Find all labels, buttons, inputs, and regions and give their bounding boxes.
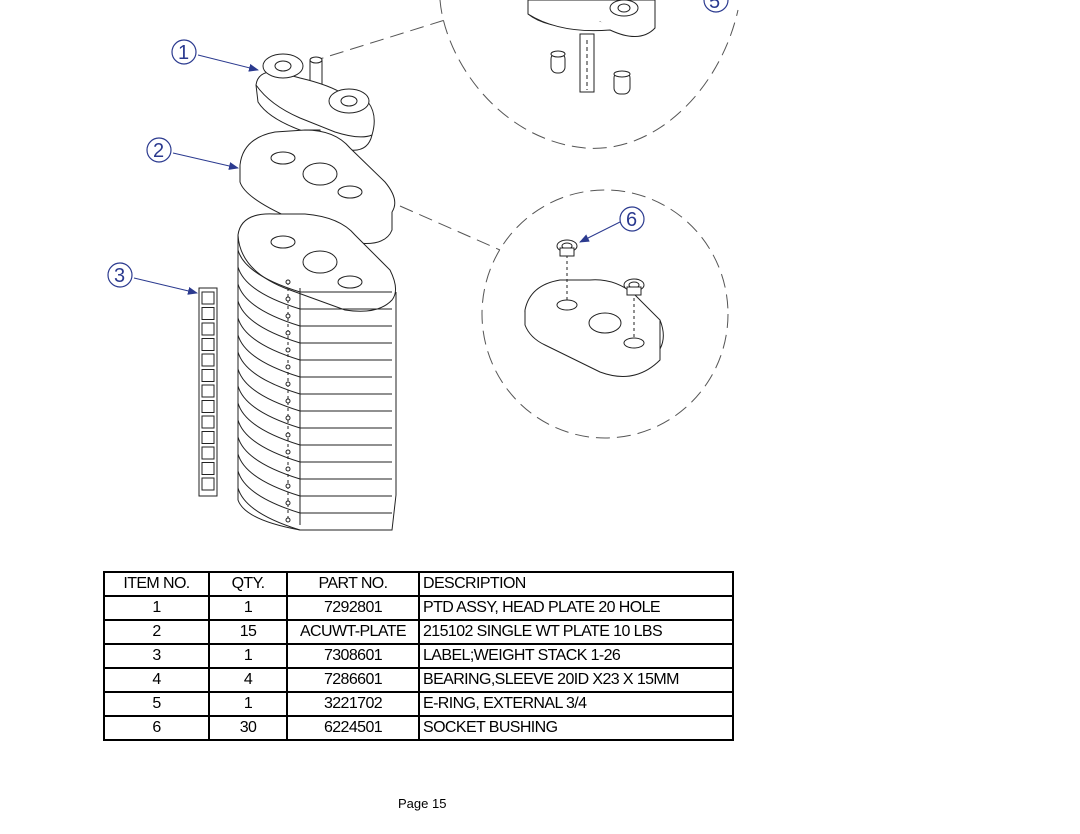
item-no: 6 bbox=[103, 715, 210, 741]
qty: 4 bbox=[208, 667, 288, 693]
qty: 1 bbox=[208, 595, 288, 621]
detail-view-top: 5 bbox=[309, 0, 739, 149]
pin-hole bbox=[285, 364, 291, 370]
table-row: 6 30 6224501 SOCKET BUSHING bbox=[103, 715, 734, 741]
part-no: 7292801 bbox=[286, 595, 420, 621]
page-number: Page 15 bbox=[398, 796, 447, 811]
pin-hole bbox=[285, 330, 291, 336]
callout-5: 5 bbox=[709, 0, 720, 13]
pin-hole bbox=[285, 415, 291, 421]
part-no: 6224501 bbox=[286, 715, 420, 741]
description: 215102 SINGLE WT PLATE 10 LBS bbox=[418, 619, 734, 645]
qty: 15 bbox=[208, 619, 288, 645]
pin-hole bbox=[285, 466, 291, 472]
label-cell bbox=[201, 384, 215, 398]
plate-edge bbox=[237, 351, 392, 395]
qty: 30 bbox=[208, 715, 288, 741]
callouts-left: 1 2 3 bbox=[107, 39, 259, 295]
table-header-row: ITEM NO. QTY. PART NO. DESCRIPTION bbox=[103, 571, 734, 597]
label-cell bbox=[201, 307, 215, 320]
description: BEARING,SLEEVE 20ID X23 X 15MM bbox=[418, 667, 734, 693]
description: E-RING, EXTERNAL 3/4 bbox=[418, 691, 734, 717]
detail-view-bushing: 6 bbox=[399, 189, 729, 439]
head-plate-assembly bbox=[255, 53, 375, 161]
pin-hole bbox=[285, 449, 291, 455]
description: SOCKET BUSHING bbox=[418, 715, 734, 741]
plate-edge bbox=[237, 419, 392, 463]
weight-stack bbox=[237, 213, 397, 531]
plate-edge bbox=[237, 334, 392, 378]
item-no: 2 bbox=[103, 619, 210, 645]
weight-label-strip bbox=[198, 287, 218, 497]
table-row: 1 1 7292801 PTD ASSY, HEAD PLATE 20 HOLE bbox=[103, 595, 734, 621]
label-cell bbox=[201, 462, 215, 475]
label-cell bbox=[201, 322, 215, 336]
pin-hole bbox=[285, 347, 291, 353]
plate-edge bbox=[237, 487, 392, 531]
item-no: 5 bbox=[103, 691, 210, 717]
description: LABEL;WEIGHT STACK 1-26 bbox=[418, 643, 734, 669]
qty: 1 bbox=[208, 643, 288, 669]
label-cell bbox=[201, 338, 215, 351]
qty: 1 bbox=[208, 691, 288, 717]
part-no: ACUWT-PLATE bbox=[286, 619, 420, 645]
table-row: 4 4 7286601 BEARING,SLEEVE 20ID X23 X 15… bbox=[103, 667, 734, 693]
pin-hole bbox=[285, 517, 291, 523]
plate-edge bbox=[237, 249, 392, 293]
table-row: 2 15 ACUWT-PLATE 215102 SINGLE WT PLATE … bbox=[103, 619, 734, 645]
plate-edge bbox=[237, 317, 392, 361]
header-qty: QTY. bbox=[208, 571, 288, 597]
header-part-no: PART NO. bbox=[286, 571, 420, 597]
callout-3: 3 bbox=[114, 265, 125, 287]
pin-hole bbox=[285, 398, 291, 404]
exploded-assembly-diagram: 5 6 bbox=[107, 0, 739, 531]
part-no: 7308601 bbox=[286, 643, 420, 669]
plate-edge bbox=[237, 385, 392, 429]
label-cell bbox=[201, 353, 215, 367]
table-row: 3 1 7308601 LABEL;WEIGHT STACK 1-26 bbox=[103, 643, 734, 669]
pin-hole bbox=[285, 313, 291, 319]
item-no: 3 bbox=[103, 643, 210, 669]
table-row: 5 1 3221702 E-RING, EXTERNAL 3/4 bbox=[103, 691, 734, 717]
plate-edge bbox=[237, 402, 392, 446]
pin-hole bbox=[285, 432, 291, 438]
label-cell bbox=[201, 291, 215, 305]
pin-hole bbox=[285, 500, 291, 506]
label-cell bbox=[201, 477, 215, 491]
callout-6: 6 bbox=[626, 209, 637, 231]
item-no: 1 bbox=[103, 595, 210, 621]
bill-of-materials-table: ITEM NO. QTY. PART NO. DESCRIPTION 1 1 7… bbox=[103, 571, 734, 741]
label-cell bbox=[201, 400, 215, 413]
plate-edge bbox=[237, 368, 392, 412]
description: PTD ASSY, HEAD PLATE 20 HOLE bbox=[418, 595, 734, 621]
plate-edge bbox=[237, 470, 392, 514]
detail-head-plate-part bbox=[527, 0, 656, 95]
pin-hole bbox=[285, 483, 291, 489]
item-no: 4 bbox=[103, 667, 210, 693]
plate-edge bbox=[237, 300, 392, 344]
header-item-no: ITEM NO. bbox=[103, 571, 210, 597]
callout-2: 2 bbox=[153, 140, 164, 162]
callout-1: 1 bbox=[178, 42, 189, 64]
plate-edge bbox=[237, 453, 392, 497]
plate-edge bbox=[237, 266, 392, 310]
header-description: DESCRIPTION bbox=[418, 571, 734, 597]
pin-hole bbox=[285, 279, 291, 285]
plate-edge bbox=[237, 436, 392, 480]
label-cell bbox=[201, 415, 215, 429]
part-no: 7286601 bbox=[286, 667, 420, 693]
pin-hole bbox=[285, 296, 291, 302]
pin-hole bbox=[285, 381, 291, 387]
label-cell bbox=[201, 369, 215, 382]
plate-edge bbox=[237, 283, 392, 327]
label-cell bbox=[201, 431, 215, 444]
label-cell bbox=[201, 446, 215, 460]
part-no: 3221702 bbox=[286, 691, 420, 717]
